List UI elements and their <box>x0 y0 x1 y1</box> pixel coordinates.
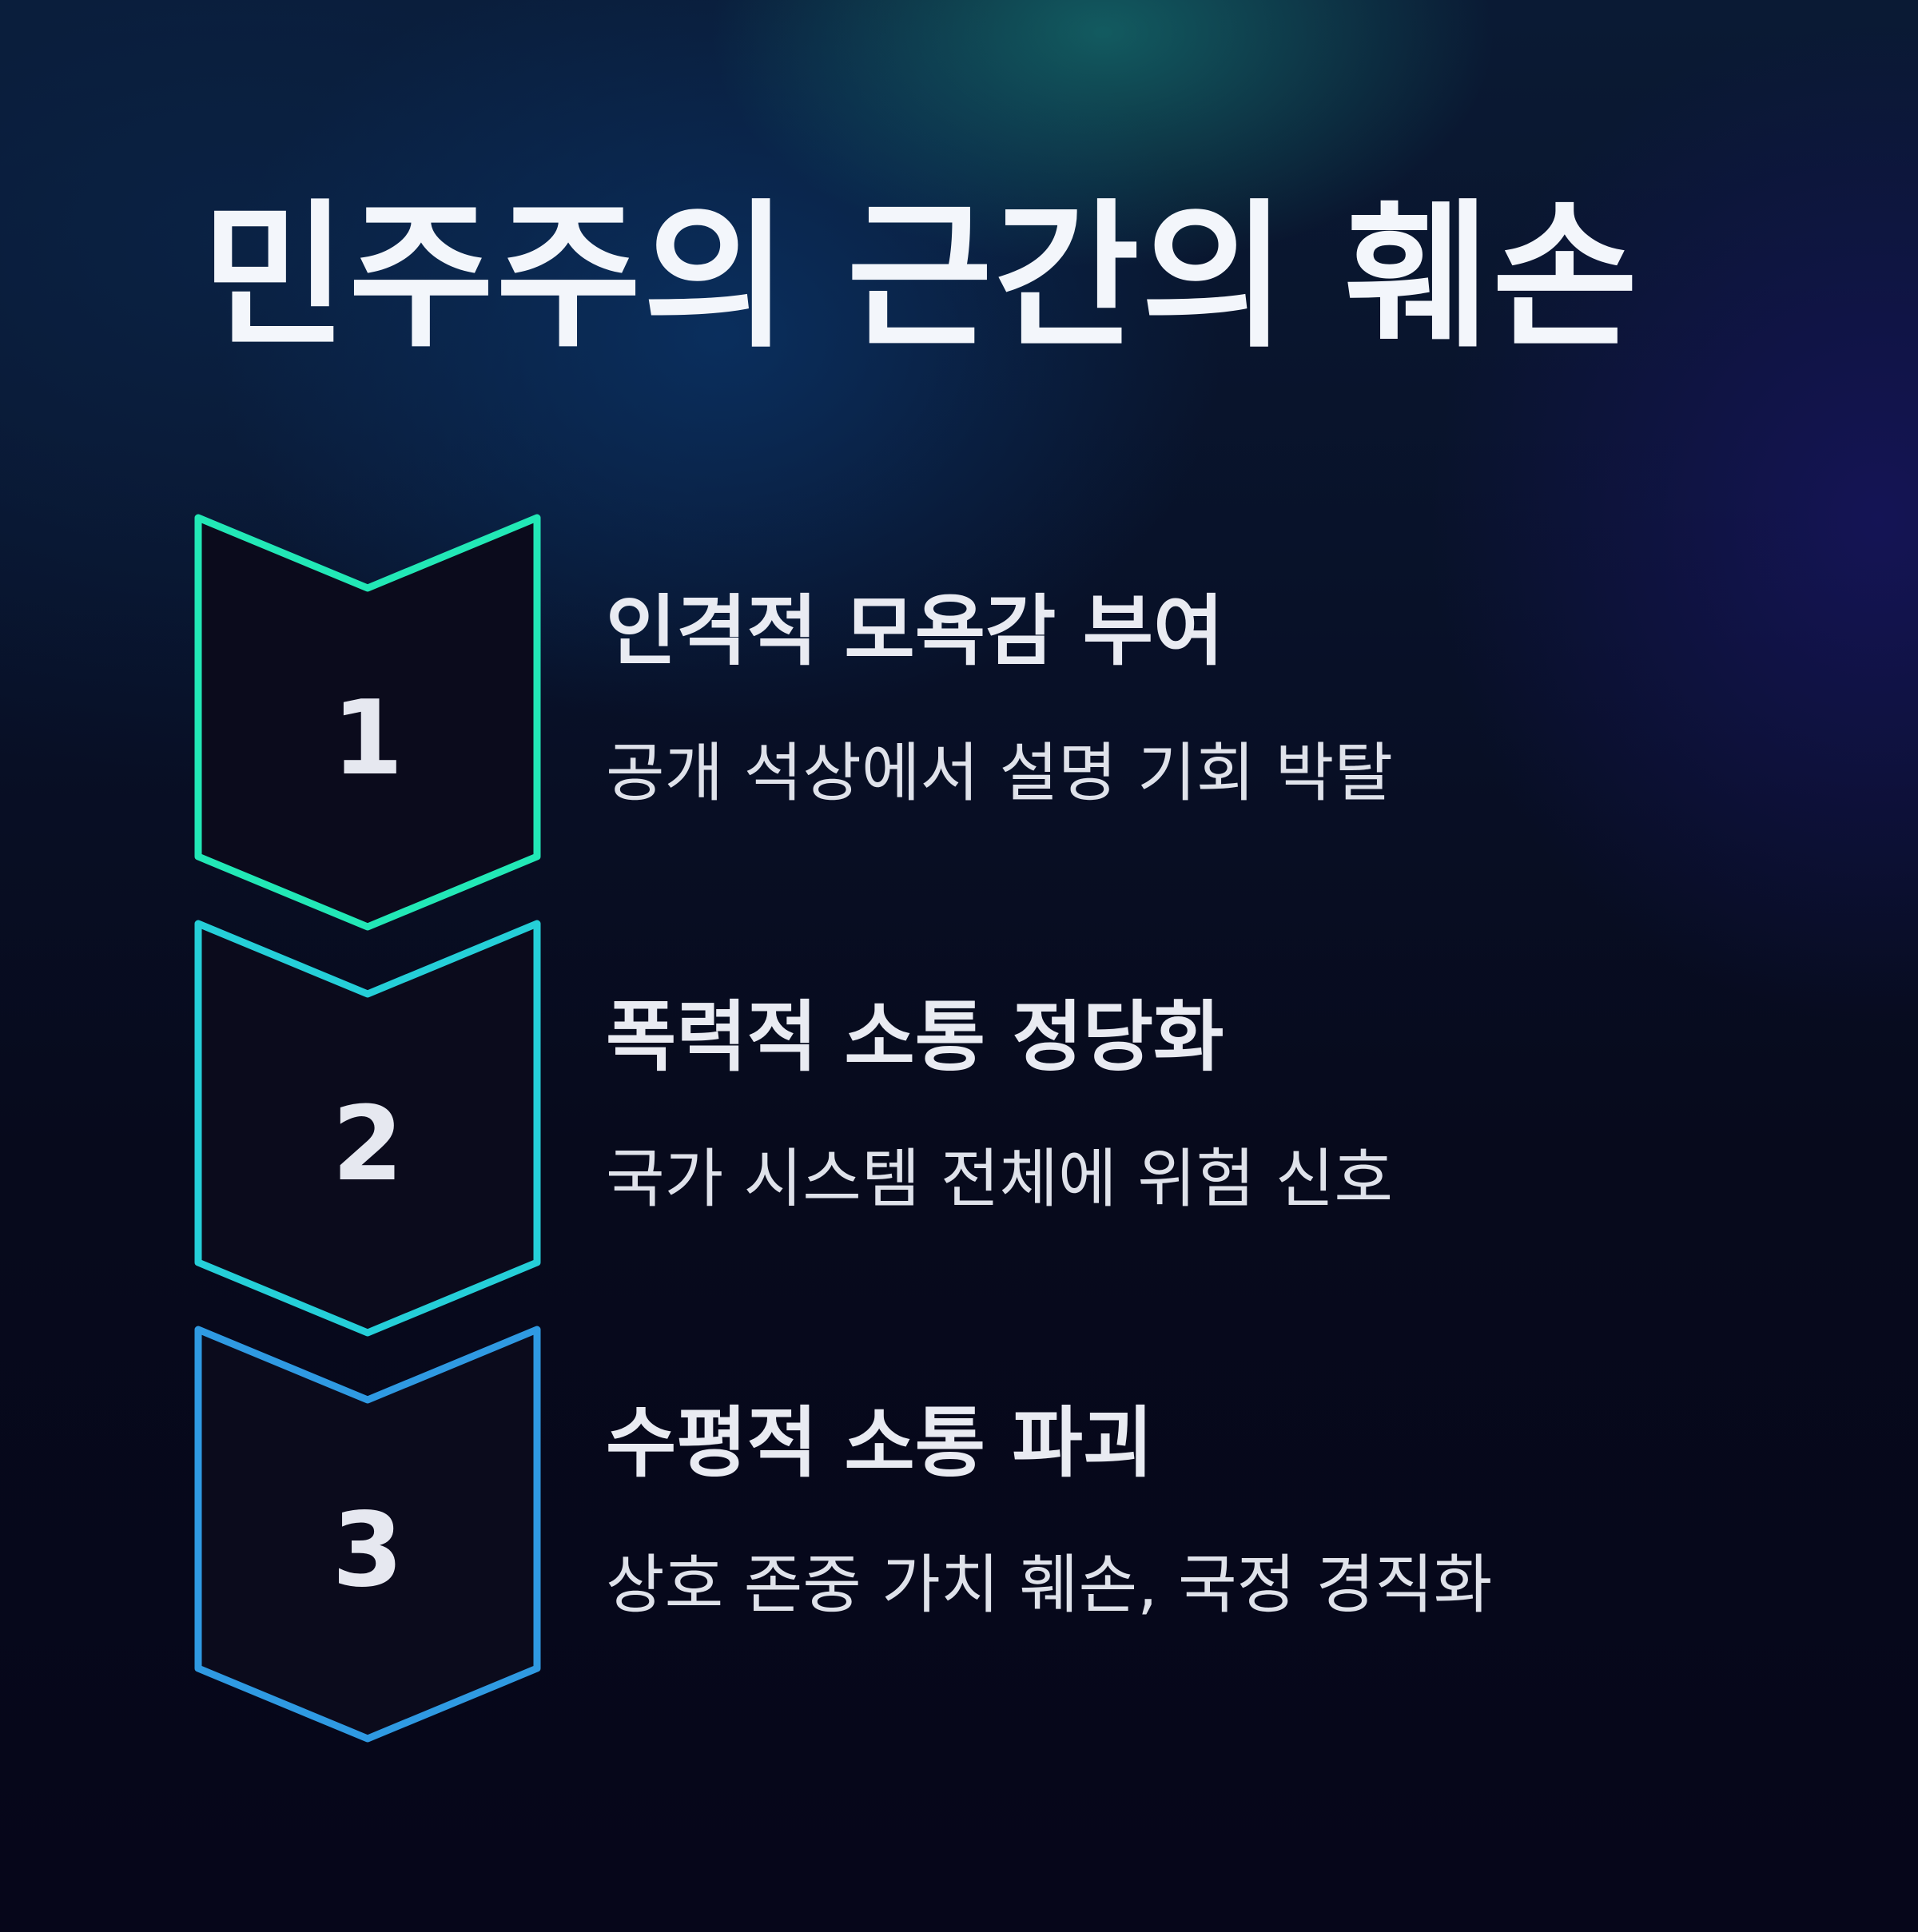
step-2-number: 2 <box>332 1084 404 1204</box>
step-1-number: 1 <box>332 678 404 798</box>
step-2-description: 국가 시스템 전체에 위험 신호 <box>606 1142 1393 1216</box>
step-2-title: 폭력적 소통 정당화 <box>606 992 1224 1082</box>
step-3-description: 상호 존중 가치 훼손, 국정 경직화 <box>606 1548 1493 1622</box>
step-1-description: 공개 석상에서 설명 기회 박탈 <box>606 736 1393 810</box>
step-3-chevron: 3 <box>192 1323 543 1745</box>
chevron-shape-3 <box>194 1326 541 1743</box>
chevron-outline-2 <box>194 920 541 1337</box>
chevron-outline-3 <box>194 1326 541 1743</box>
step-3-number: 3 <box>332 1490 404 1610</box>
step-1-chevron: 1 <box>192 511 543 933</box>
chevron-shape-2 <box>194 920 541 1337</box>
step-2-chevron: 2 <box>192 917 543 1339</box>
step-3-title: 수평적 소통 파괴 <box>606 1398 1154 1488</box>
chevron-outline-1 <box>194 514 541 931</box>
step-1-title: 인격적 모욕감 부여 <box>606 586 1224 676</box>
page-title: 민주주의 근간의 훼손 <box>201 185 1640 369</box>
chevron-shape-1 <box>194 514 541 931</box>
